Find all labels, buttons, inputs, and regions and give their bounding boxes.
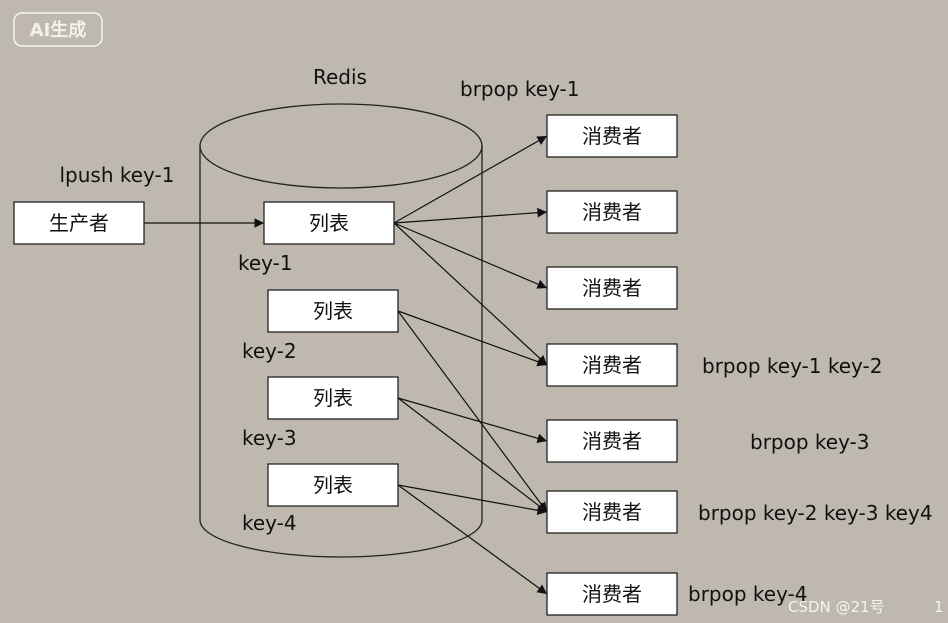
consumer-label: 消费者 xyxy=(582,353,642,377)
list-key-label: key-1 xyxy=(238,251,293,275)
edge-list-1-to-consumer-3 xyxy=(397,310,548,367)
consumer-node-5: 消费者 xyxy=(546,419,678,463)
list-label: 列表 xyxy=(313,299,353,323)
edge-layer xyxy=(144,135,548,595)
consumer-label: 消费者 xyxy=(582,429,642,453)
list-key-label: key-4 xyxy=(242,511,297,535)
ai-badge-label: AI生成 xyxy=(30,19,87,41)
redis-cylinder xyxy=(199,103,483,558)
producer-command: lpush key-1 xyxy=(60,163,175,187)
list-key-label: key-3 xyxy=(242,426,297,450)
consumer-node-2: 消费者 xyxy=(546,190,678,234)
consumer-node-4: 消费者 xyxy=(546,343,678,387)
list-node-1: 列表 xyxy=(263,201,395,245)
producer-label: 生产者 xyxy=(49,211,109,235)
producer-node: 生产者 xyxy=(13,201,145,245)
consumer-command: brpop key-1 key-2 xyxy=(702,354,882,378)
edge-list-2-to-consumer-5 xyxy=(397,397,548,513)
list-label: 列表 xyxy=(309,211,349,235)
consumer-node-3: 消费者 xyxy=(546,266,678,310)
consumer-label: 消费者 xyxy=(582,582,642,606)
consumer-command: brpop key-3 xyxy=(750,430,870,454)
edge-list-0-to-consumer-3 xyxy=(393,222,548,366)
consumer-label: 消费者 xyxy=(582,500,642,524)
consumer-node-7: 消费者 xyxy=(546,572,678,616)
consumer-node-1: 消费者 xyxy=(546,114,678,158)
consumer-label: 消费者 xyxy=(582,276,642,300)
edge-list-0-to-consumer-1 xyxy=(393,207,548,224)
consumer-node-6: 消费者 xyxy=(546,490,678,534)
list-node-4: 列表 xyxy=(267,463,399,507)
edge-list-1-to-consumer-5 xyxy=(397,310,548,513)
edge-list-3-to-consumer-6 xyxy=(397,484,548,595)
edge-list-3-to-consumer-5 xyxy=(397,484,548,516)
list-node-2: 列表 xyxy=(267,289,399,333)
list-label: 列表 xyxy=(313,386,353,410)
edge-list-2-to-consumer-4 xyxy=(397,397,548,443)
consumer-label: 消费者 xyxy=(582,124,642,148)
csdn-watermark: CSDN @21号 xyxy=(788,598,885,616)
consumer-label: 消费者 xyxy=(582,200,642,224)
consumer-command: brpop key-2 key-3 key4 xyxy=(698,501,933,525)
list-node-3: 列表 xyxy=(267,376,399,420)
consumer-command: brpop key-4 xyxy=(688,582,808,606)
ai-generated-badge: AI生成 xyxy=(13,12,103,47)
edge-list-0-to-consumer-0 xyxy=(393,135,548,224)
consumer-command: brpop key-1 xyxy=(460,77,580,101)
redis-label: Redis xyxy=(313,65,367,89)
list-key-label: key-2 xyxy=(242,339,297,363)
list-label: 列表 xyxy=(313,473,353,497)
watermark-page-number: 1 xyxy=(934,598,944,616)
edge-list-0-to-consumer-2 xyxy=(393,222,548,289)
